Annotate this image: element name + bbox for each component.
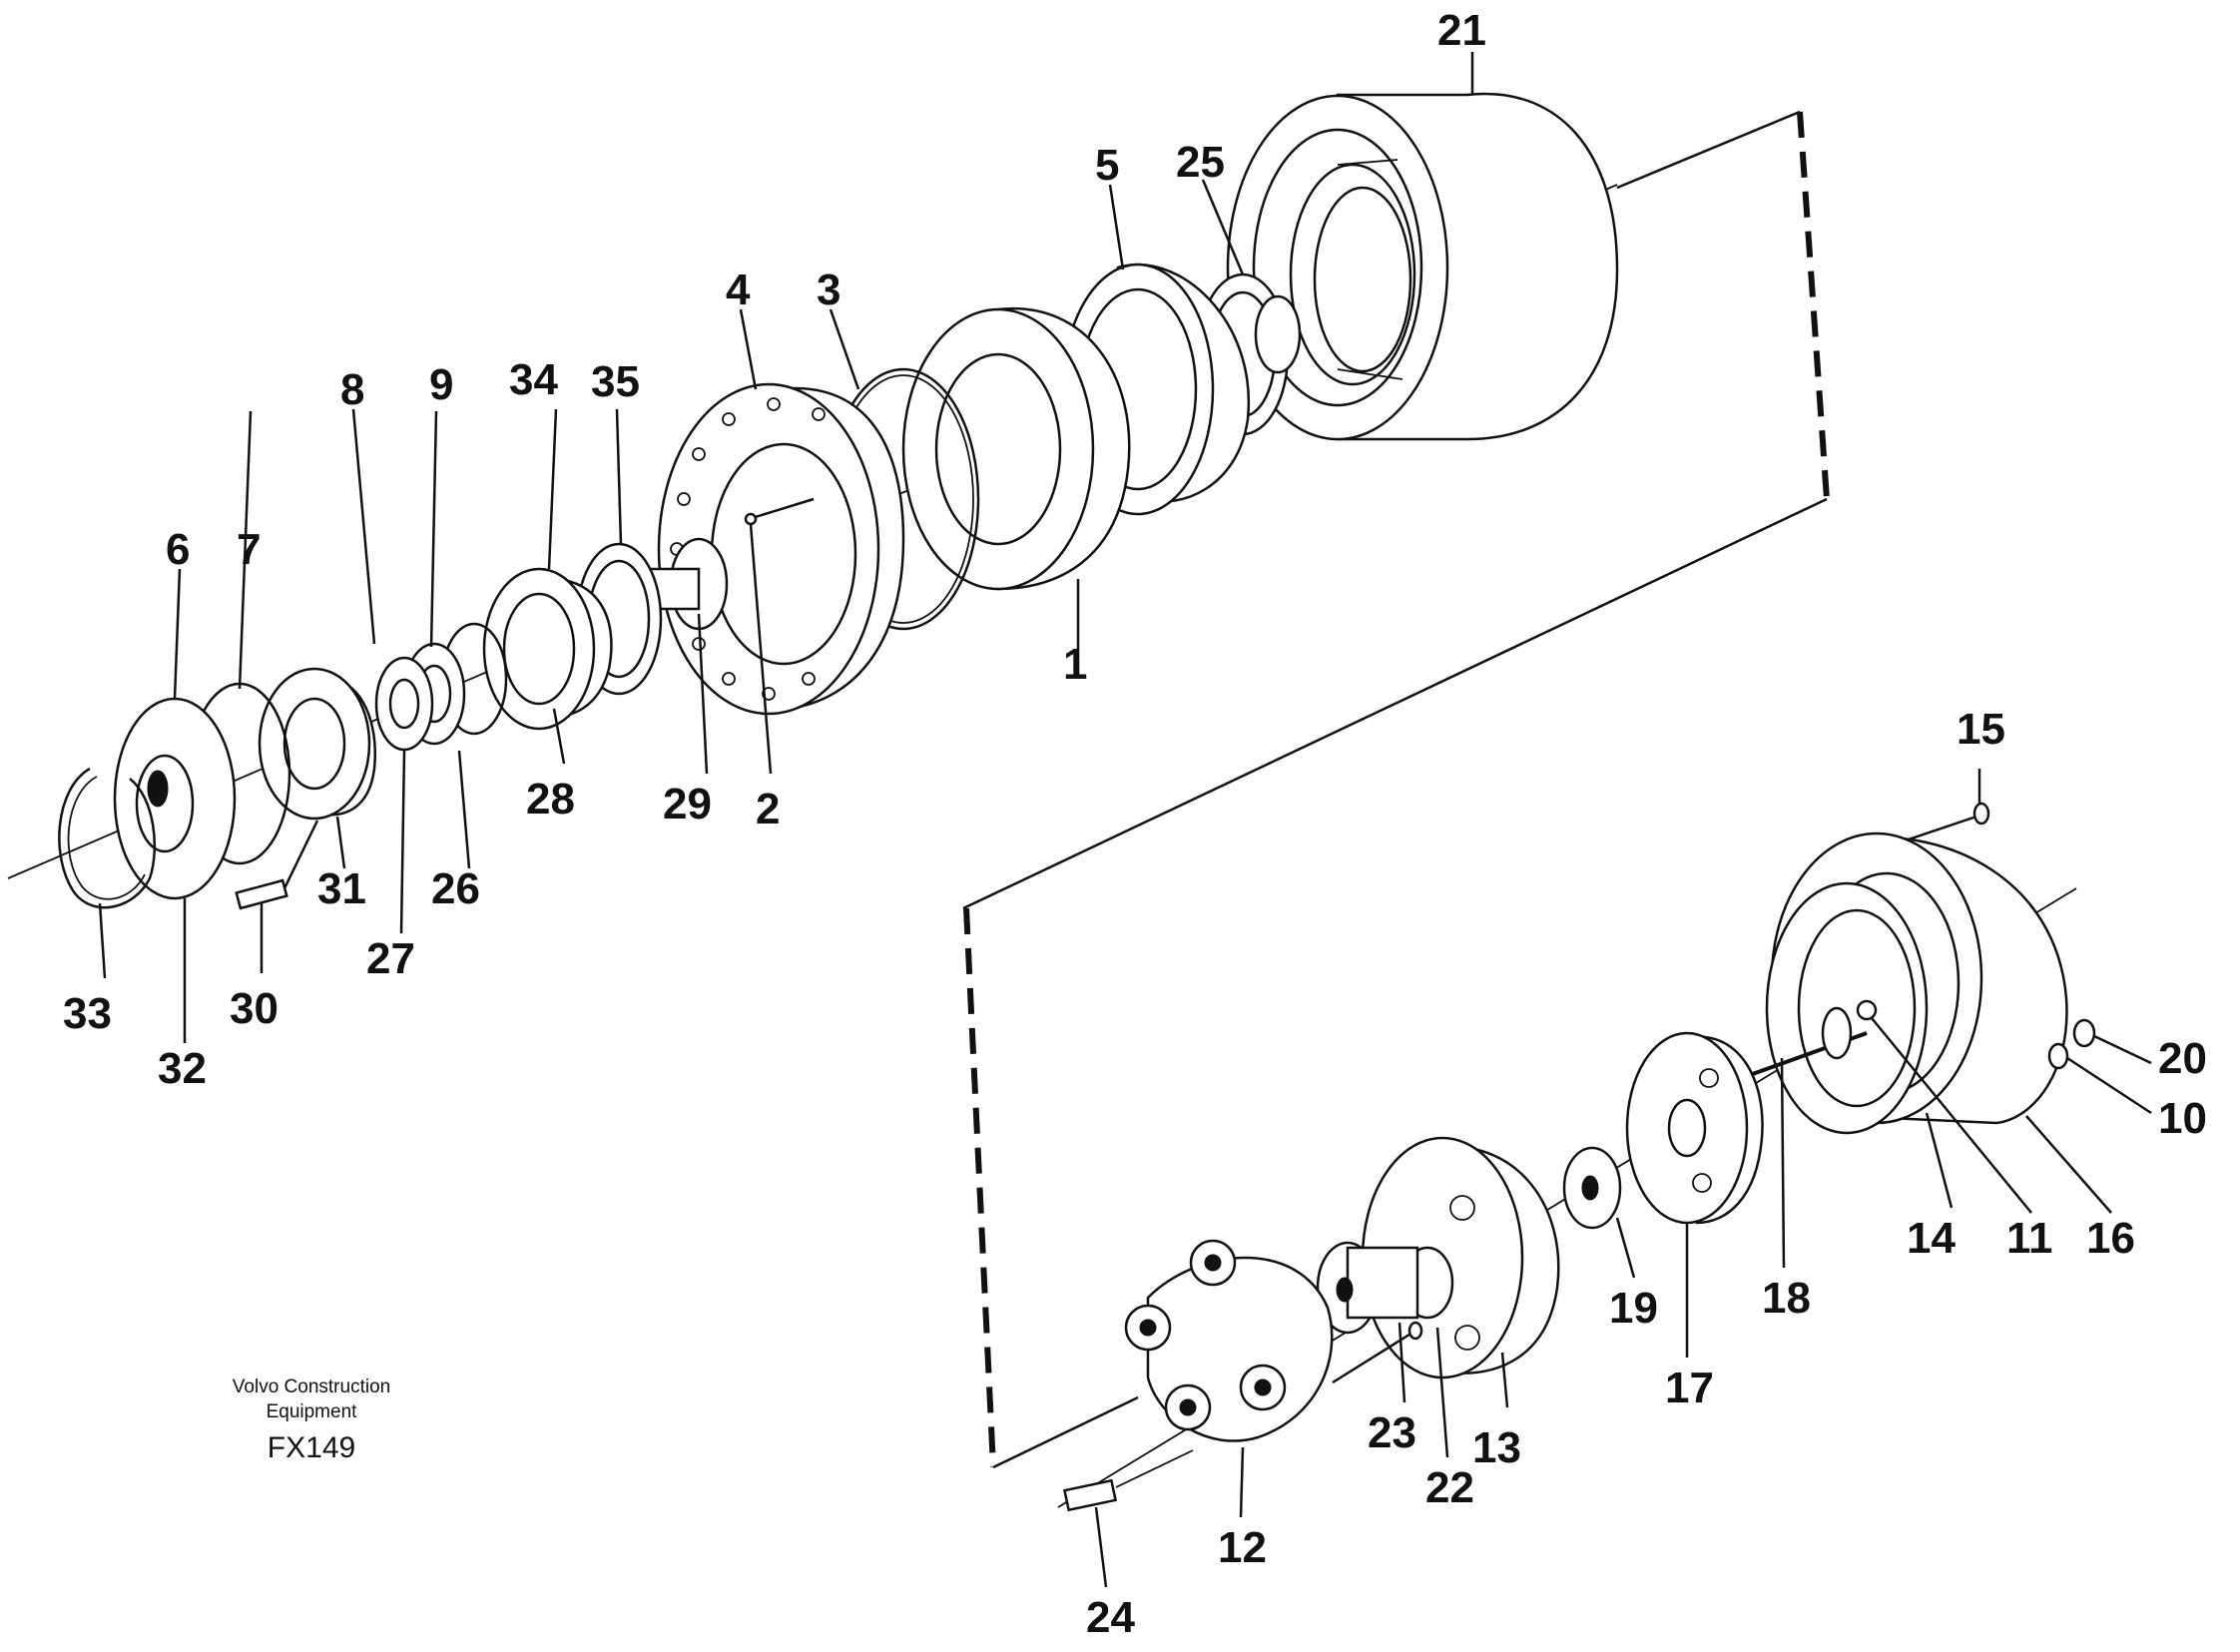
callout-6: 6: [166, 525, 190, 574]
part-8-26-washers: [374, 642, 466, 752]
callout-4: 4: [726, 266, 751, 314]
callout-17: 17: [1665, 1364, 1714, 1412]
callout-8: 8: [340, 365, 364, 414]
callout-21: 21: [1437, 6, 1486, 55]
dashed-connectors: [962, 110, 1830, 1469]
part-30-pin: [235, 820, 319, 910]
part-21-housing: [1226, 92, 1619, 441]
part-1-hub: [901, 306, 1131, 591]
callout-5: 5: [1095, 141, 1119, 190]
part-17-carrier: [1625, 1031, 1764, 1225]
callout-16: 16: [2086, 1214, 2135, 1263]
callout-labels: 1 2 3 4 5 6 7 8 9 10 11 12 13 14 15 16 1…: [63, 6, 2207, 1642]
part-23-bolt: [1332, 1321, 1423, 1384]
callout-20: 20: [2158, 1034, 2207, 1083]
part-31-bearing: [258, 667, 376, 821]
part-4-cover: [657, 382, 905, 716]
callout-30: 30: [230, 984, 279, 1033]
callout-23: 23: [1368, 1408, 1416, 1457]
callout-2: 2: [756, 785, 780, 833]
part-19-gear: [1562, 1146, 1622, 1230]
callout-14: 14: [1907, 1214, 1956, 1263]
callout-28: 28: [526, 775, 575, 824]
caption-company-line1: Volvo Construction: [233, 1377, 390, 1397]
callout-1: 1: [1063, 640, 1087, 689]
part-15-bolt: [1896, 802, 1990, 845]
callout-11: 11: [2006, 1214, 2053, 1263]
callout-27: 27: [366, 934, 415, 983]
caption-company-line2: Equipment: [267, 1401, 358, 1422]
callout-31: 31: [317, 864, 366, 913]
caption-code: FX149: [268, 1431, 355, 1464]
part-5-seal: [1061, 263, 1251, 516]
callout-33: 33: [63, 989, 112, 1038]
callout-34: 34: [509, 355, 558, 404]
leader-lines: [98, 52, 2112, 1588]
upper-assembly: [7, 92, 1619, 910]
part-29-pinion: [647, 537, 729, 631]
callout-9: 9: [429, 360, 453, 409]
part-20-10-screw: [2047, 1018, 2152, 1115]
callout-12: 12: [1218, 1523, 1267, 1572]
part-28-34-bearing: [482, 567, 613, 731]
part-11-ball: [1856, 999, 1878, 1021]
callout-18: 18: [1762, 1274, 1811, 1323]
callout-22: 22: [1425, 1463, 1474, 1512]
part-12-planet-carrier: [1124, 1239, 1334, 1442]
callout-29: 29: [663, 780, 712, 828]
callout-32: 32: [158, 1044, 207, 1093]
callout-10: 10: [2158, 1094, 2207, 1143]
diagram-caption: Volvo Construction Equipment FX149: [233, 1377, 390, 1464]
callout-19: 19: [1609, 1284, 1658, 1333]
callout-13: 13: [1472, 1423, 1521, 1472]
callout-15: 15: [1957, 705, 2005, 754]
callout-35: 35: [591, 357, 640, 406]
part-18-shaft: [1746, 1006, 1868, 1078]
part-14-ring-gear: [1765, 881, 1929, 1135]
part-33-circlip: [58, 767, 156, 909]
callout-3: 3: [817, 266, 840, 314]
callout-24: 24: [1086, 1593, 1135, 1642]
part-24-pin: [1062, 1449, 1194, 1512]
part-6-32-seal: [113, 697, 237, 900]
callout-26: 26: [431, 864, 480, 913]
callout-7: 7: [237, 525, 261, 574]
part-22-sun-gear: [1316, 1241, 1419, 1335]
lower-assembly: [1057, 802, 2152, 1512]
callout-25: 25: [1176, 138, 1225, 187]
